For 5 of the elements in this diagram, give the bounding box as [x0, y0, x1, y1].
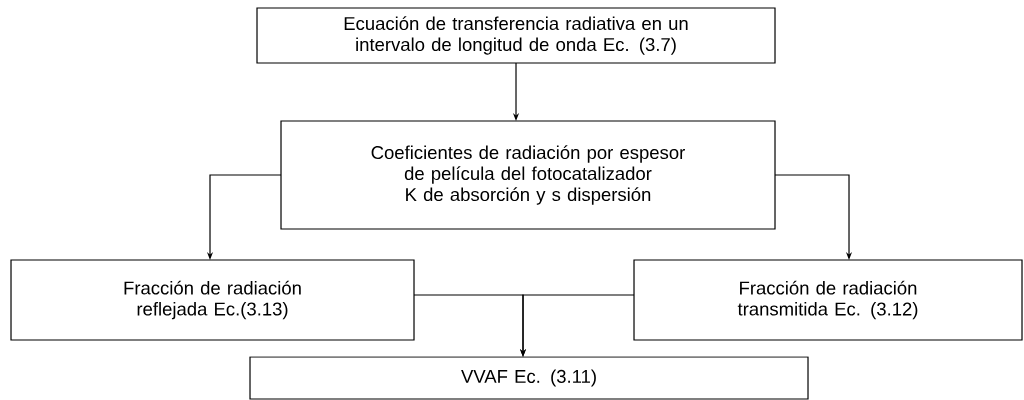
process-box: Ecuación de transferencia radiativa en un intervalo de longitud de onda Ec. (3.7)	[256, 7, 776, 64]
process-box: VVAF Ec. (3.11)	[249, 356, 809, 400]
process-box: Coeficientes de radiación por espesor de película del fotocatalizador K de absorción y s dispersión	[280, 120, 776, 230]
process-box: Fracción de radiación transmitida Ec. (3.12)	[633, 259, 1023, 341]
process-box: Fracción de radiación reflejada Ec.(3.13)	[10, 259, 415, 341]
